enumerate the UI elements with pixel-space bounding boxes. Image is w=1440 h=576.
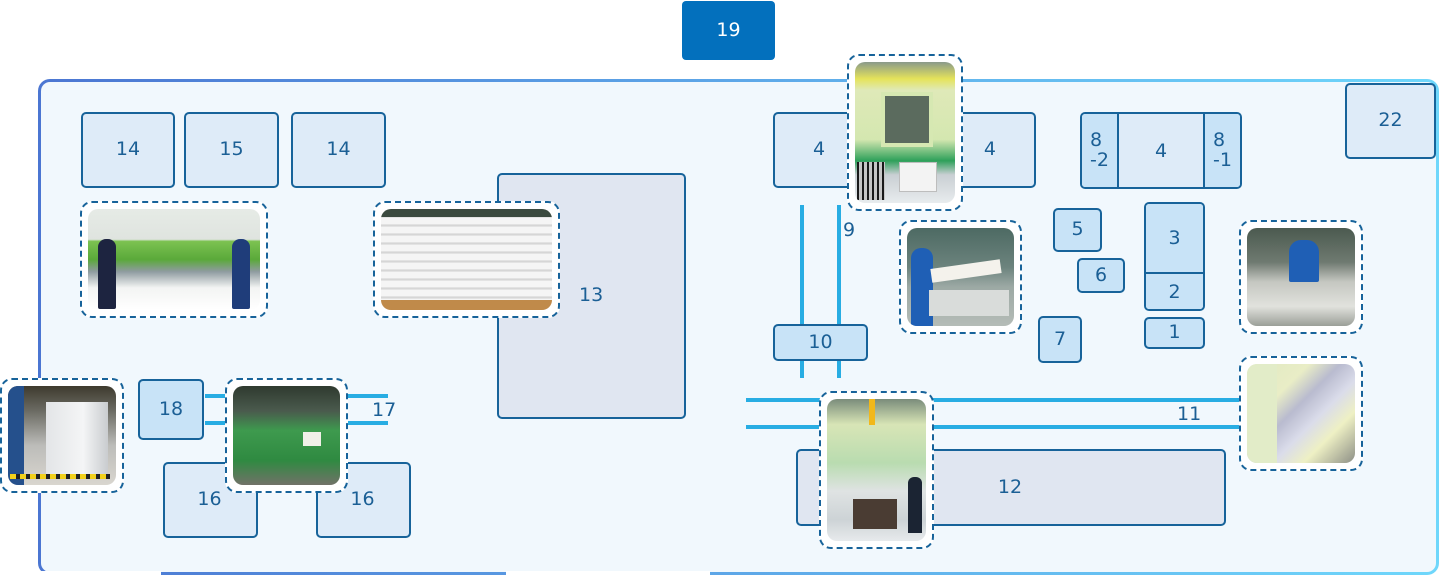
worker-figure bbox=[232, 239, 250, 309]
cart bbox=[857, 162, 885, 200]
photo-resin-mixing[interactable] bbox=[1239, 356, 1363, 471]
photo-worker-panel[interactable] bbox=[899, 220, 1022, 334]
link-line-18a bbox=[205, 394, 235, 398]
area-10[interactable]: 10 bbox=[773, 324, 868, 361]
conveyor-line-9b bbox=[837, 205, 841, 378]
label-plate bbox=[303, 432, 321, 446]
hydraulic-press-image bbox=[855, 62, 955, 203]
area-9-label: 9 bbox=[843, 219, 856, 241]
conveyor-line-17b bbox=[340, 421, 388, 425]
area-4-with-8: 8 -2 4 8 -1 bbox=[1080, 112, 1242, 189]
conveyor-line-17a bbox=[340, 394, 388, 398]
worker-figure bbox=[1289, 240, 1319, 282]
area-4-right-label: 4 bbox=[983, 138, 996, 161]
area-22[interactable]: 22 bbox=[1345, 83, 1436, 159]
photo-green-machine[interactable] bbox=[225, 378, 348, 493]
area-8-2[interactable]: 8 -2 bbox=[1082, 114, 1117, 187]
area-3-2: 3 2 bbox=[1144, 202, 1205, 311]
area-18[interactable]: 18 bbox=[138, 379, 204, 440]
panel-stack bbox=[899, 162, 937, 192]
area-8-1[interactable]: 8 -1 bbox=[1205, 114, 1240, 187]
forming-press-image bbox=[88, 209, 260, 310]
frame-gap bbox=[506, 571, 710, 576]
press-opening bbox=[881, 92, 933, 147]
area-4-left-label: 4 bbox=[813, 138, 826, 161]
green-machine-image bbox=[233, 386, 340, 485]
area-2[interactable]: 2 bbox=[1146, 274, 1203, 309]
roll bbox=[1247, 364, 1277, 463]
area-14-left[interactable]: 14 bbox=[81, 112, 175, 188]
photo-press-crane[interactable] bbox=[819, 391, 934, 549]
area-3[interactable]: 3 bbox=[1146, 204, 1203, 274]
area-16-left-label: 16 bbox=[197, 488, 222, 511]
photo-hydraulic-press[interactable] bbox=[847, 54, 963, 211]
wrapped-load bbox=[46, 402, 108, 476]
area-7[interactable]: 7 bbox=[1038, 316, 1082, 363]
area-11-label: 11 bbox=[1177, 403, 1202, 425]
worker-figure bbox=[908, 477, 922, 533]
conveyor-line-11b bbox=[746, 425, 1246, 429]
photo-worker-mat[interactable] bbox=[1239, 220, 1363, 334]
pallet-strip bbox=[381, 300, 552, 310]
area-12-label: 12 bbox=[997, 475, 1023, 498]
worker-figure bbox=[98, 239, 116, 309]
area-13-label: 13 bbox=[579, 284, 604, 307]
mold-block bbox=[853, 499, 897, 529]
conveyor-line-9a bbox=[800, 205, 804, 378]
worker-figure bbox=[911, 248, 933, 326]
area-4-center[interactable]: 4 bbox=[1117, 114, 1205, 187]
worker-mat-image bbox=[1247, 228, 1355, 326]
photo-stacked-panels[interactable] bbox=[373, 201, 560, 318]
area-16-right-label: 16 bbox=[350, 488, 375, 511]
press-crane-image bbox=[827, 399, 926, 541]
area-19[interactable]: 19 bbox=[682, 1, 775, 60]
mold-table bbox=[929, 290, 1009, 316]
wrapper-mast bbox=[8, 386, 24, 485]
ceiling-strip bbox=[381, 209, 552, 217]
wrapped-pallet-image bbox=[8, 386, 116, 485]
stacked-panels-image bbox=[381, 209, 552, 310]
area-17-label: 17 bbox=[372, 399, 397, 421]
worker-panel-image bbox=[907, 228, 1014, 326]
area-15[interactable]: 15 bbox=[184, 112, 279, 188]
safety-tape bbox=[10, 474, 110, 479]
area-1[interactable]: 1 bbox=[1144, 317, 1205, 349]
photo-wrapped-pallet[interactable] bbox=[0, 378, 124, 493]
resin-mixing-image bbox=[1247, 364, 1355, 463]
link-line-18b bbox=[205, 421, 235, 425]
photo-forming-press[interactable] bbox=[80, 201, 268, 318]
area-14-right[interactable]: 14 bbox=[291, 112, 386, 188]
crane-hook bbox=[869, 399, 875, 425]
white-panel bbox=[930, 259, 1002, 283]
conveyor-line-11a bbox=[746, 398, 1246, 402]
area-6[interactable]: 6 bbox=[1077, 258, 1125, 293]
frame-gap bbox=[41, 571, 161, 576]
area-5[interactable]: 5 bbox=[1053, 208, 1102, 252]
